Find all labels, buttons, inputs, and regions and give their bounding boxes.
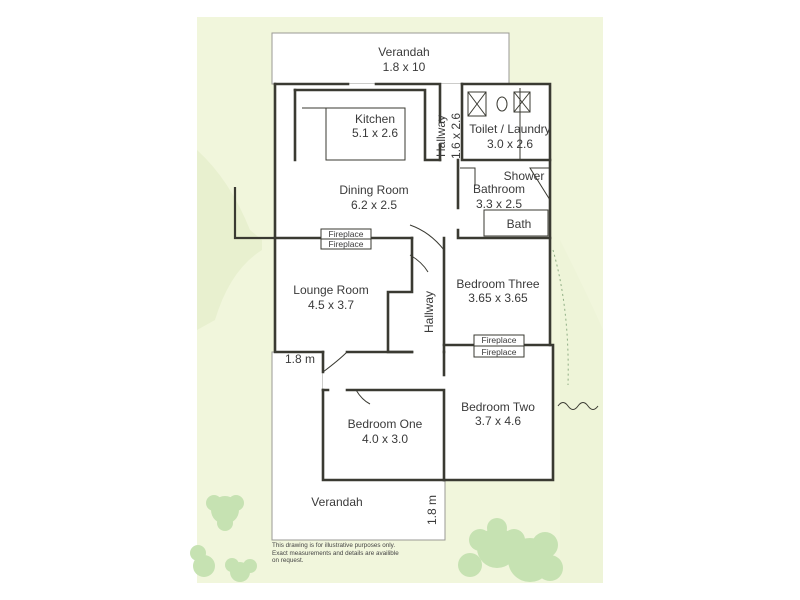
fixtures [302, 88, 551, 405]
wavy-line [557, 402, 599, 410]
front-verandah [271, 32, 510, 85]
fireplace-lounge-label: Fireplace [329, 239, 364, 249]
bath-name: Bath [507, 217, 532, 231]
disclaimer: This drawing is for illustrative purpose… [272, 542, 462, 565]
fireplace-bed2-label: Fireplace [482, 347, 517, 357]
bedroom-one-size: 4.0 x 3.0 [362, 432, 408, 446]
bedroom-three-size: 3.65 x 3.65 [468, 291, 528, 305]
fireplace-bed3-label: Fireplace [482, 335, 517, 345]
fireplace-shapes [320, 228, 525, 358]
garden-shading-right [560, 240, 603, 583]
bedroom-one-name: Bedroom One [348, 417, 423, 431]
house-interior [275, 84, 553, 480]
side-verandah-width: 1.8 m [285, 352, 315, 366]
hallway-central-name: Hallway [422, 291, 436, 333]
hallway-north-name: Hallway [434, 115, 448, 157]
bathroom-name: Bathroom [473, 182, 525, 196]
front-verandah-size: 1.8 x 10 [383, 60, 426, 74]
toilet-laundry-size: 3.0 x 2.6 [487, 137, 533, 151]
bedroom-three-name: Bedroom Three [456, 277, 539, 291]
disclaimer-line-1: This drawing is for illustrative purpose… [272, 542, 396, 549]
lounge-room-name: Lounge Room [293, 283, 368, 297]
lounge-room-size: 4.5 x 3.7 [308, 298, 354, 312]
kitchen-name: Kitchen [355, 112, 395, 126]
rear-verandah-name: Verandah [311, 495, 362, 509]
hallway-north-size: 1.6 x 2.6 [449, 113, 463, 159]
dining-room-size: 6.2 x 2.5 [351, 198, 397, 212]
bedroom-two-size: 3.7 x 4.6 [475, 414, 521, 428]
garden-shading [197, 150, 262, 330]
foliage [190, 495, 563, 582]
fireplace-dining-label: Fireplace [329, 229, 364, 239]
bedroom-two-name: Bedroom Two [461, 400, 535, 414]
walls [273, 82, 555, 482]
toilet-laundry-name: Toilet / Laundry [469, 122, 550, 136]
front-verandah-name: Verandah [378, 45, 429, 59]
disclaimer-line-3: on request. [272, 557, 304, 565]
kitchen-size: 5.1 x 2.6 [352, 126, 398, 140]
dining-room-name: Dining Room [339, 183, 408, 197]
bathroom-size: 3.3 x 2.5 [476, 197, 522, 211]
side-fence [233, 187, 275, 240]
disclaimer-line-2: Exact measurements and details are avail… [272, 549, 399, 557]
garden-edge [552, 249, 569, 386]
rear-verandah-width: 1.8 m [425, 495, 439, 525]
shower-name: Shower [504, 169, 545, 183]
